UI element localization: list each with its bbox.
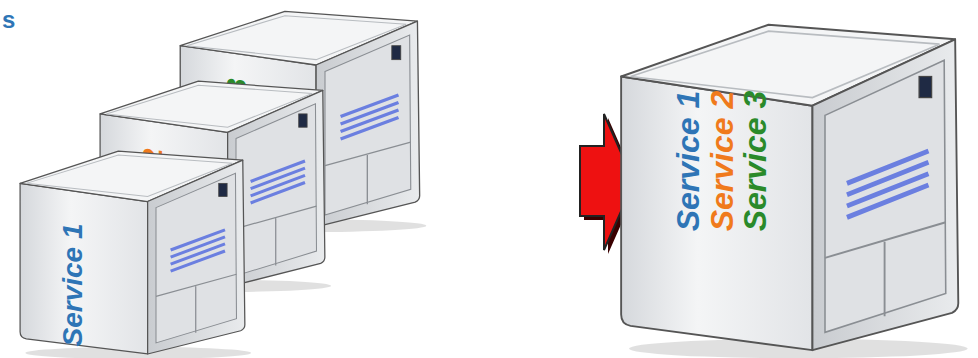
server-tower <box>618 15 963 355</box>
title-fragment: s <box>2 6 15 34</box>
service-labels: Service 1 <box>58 223 87 346</box>
server-box: Service 1 <box>18 145 248 357</box>
server-box: Service 1Service 2Service 3 <box>618 15 963 355</box>
service-name: Service 2 <box>705 91 739 232</box>
service-name: Service 1 <box>58 223 87 346</box>
service-labels: Service 1Service 2Service 3 <box>671 91 772 232</box>
service-name: Service 3 <box>738 91 772 232</box>
service-name: Service 1 <box>671 91 705 232</box>
server-tower <box>18 145 248 357</box>
